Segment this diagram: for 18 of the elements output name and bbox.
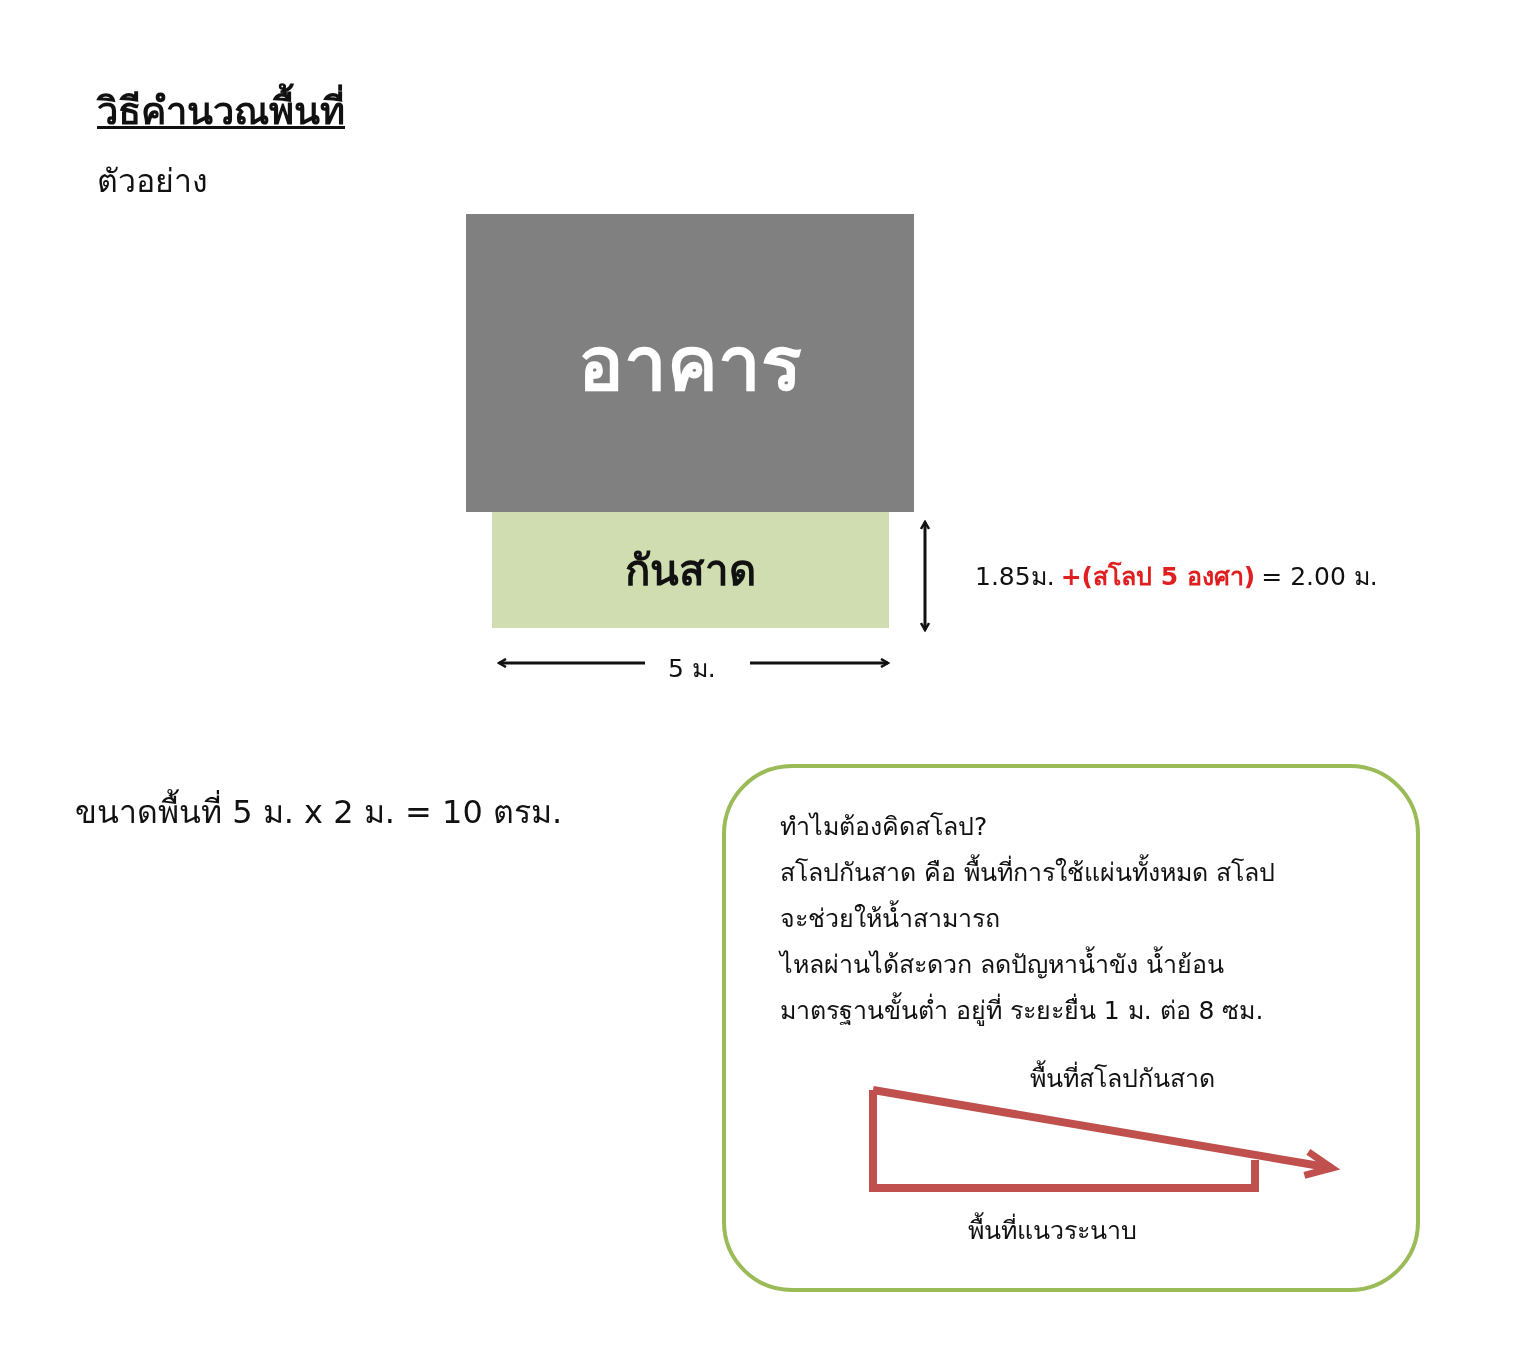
note-text: สโลปกันสาด คือ พื้นที่การใช้แผ่นทั้งหมด สโลป — [780, 850, 1396, 896]
page-title: วิธีคำนวณพื้นที่ — [97, 80, 345, 141]
text-label: ตัวอย่าง — [97, 161, 208, 202]
note-text: มาตรฐานขั้นต่ำ อยู่ที่ ระยะยื่น 1 ม. ต่อ 8 ซม. — [780, 988, 1396, 1034]
note-text: ไหลผ่านได้สะดวก ลดปัญหาน้ำขัง น้ำย้อน — [780, 942, 1396, 988]
awning-label: กันสาด — [625, 545, 756, 597]
note-text: จะช่วยให้น้ำสามารถ — [780, 896, 1396, 942]
dimension-label: = 2.00 ม. — [1261, 561, 1378, 593]
note-heading: ทำไมต้องคิดสโลป? — [780, 811, 989, 843]
dimension-label: +(สโลป 5 องศา) — [1060, 560, 1256, 593]
note-box — [722, 764, 1420, 1292]
awning-box — [492, 512, 889, 628]
dimension-label: 5 ม. — [668, 653, 716, 685]
dimension-label: 1.85ม. — [975, 561, 1055, 593]
text-label: ขนาดพื้นที่ 5 ม. x 2 ม. = 10 ตรม. — [75, 786, 563, 837]
building-label: อาคาร — [578, 318, 802, 410]
building-box — [466, 214, 914, 512]
drawing-label: พื้นที่แนวระนาบ — [968, 1210, 1137, 1250]
